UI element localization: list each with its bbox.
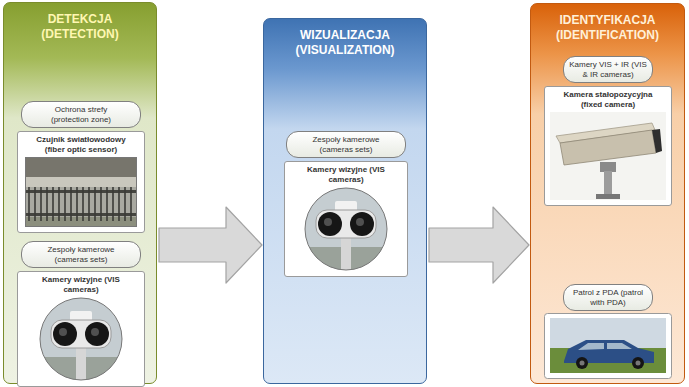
node-label: Kamery wizyjne (VIS cameras): [27, 275, 135, 294]
stage-heading: DETEKCJA (DETECTION): [14, 12, 146, 42]
node-label: Czujnik światłowodowy (fiber optic senso…: [27, 135, 135, 154]
category-pill: Kamery VIS + IR (VIS & IR cameras): [563, 56, 653, 83]
category-pill: Patrol z PDA (patrol with PDA): [563, 284, 653, 311]
node-label: Zespoły kamerowe (cameras sets): [39, 245, 123, 264]
node-label: Patrol z PDA (patrol with PDA): [568, 288, 648, 307]
stage-panel: WIZUALIZACJA (VISUALIZATION) Zespoły kame…: [263, 18, 427, 384]
node-label: Kamery wizyjne (VIS cameras): [292, 165, 400, 184]
stage-heading: IDENTYFIKACJA (IDENTIFICATION): [542, 13, 674, 43]
category-pill: Zespoły kamerowe (cameras sets): [286, 131, 406, 158]
camera-photo: [39, 297, 123, 381]
fixed-camera-photo: [550, 112, 666, 200]
category-pill: Ochrona strefy (protection zone): [21, 101, 141, 128]
stage-panel: DETEKCJA (DETECTION) Ochrona strefy (prot…: [3, 2, 157, 384]
block-arrow: [159, 207, 262, 283]
block-arrow: [429, 207, 529, 283]
device-box: Kamera stałopozycyjna (fixed camera): [544, 86, 672, 206]
patrol-car-photo: [544, 313, 672, 379]
node-label: Kamera stałopozycyjna (fixed camera): [554, 90, 662, 109]
node-label: Zespoły kamerowe (cameras sets): [304, 135, 388, 154]
device-box: Kamery wizyjne (VIS cameras): [284, 161, 408, 277]
stage-heading: WIZUALIZACJA (VISUALIZATION): [279, 28, 411, 58]
node-label: Kamery VIS + IR (VIS & IR cameras): [568, 60, 648, 79]
device-box: Czujnik światłowodowy (fiber optic senso…: [17, 131, 145, 233]
fence-photo: [25, 157, 137, 227]
device-box: Kamery wizyjne (VIS cameras): [17, 271, 145, 387]
node-label: Ochrona strefy (protection zone): [39, 105, 123, 124]
camera-photo: [304, 187, 388, 271]
stage-panel: IDENTYFIKACJA (IDENTIFICATION) Kamery VIS…: [530, 3, 685, 384]
category-pill: Zespoły kamerowe (cameras sets): [21, 241, 141, 268]
